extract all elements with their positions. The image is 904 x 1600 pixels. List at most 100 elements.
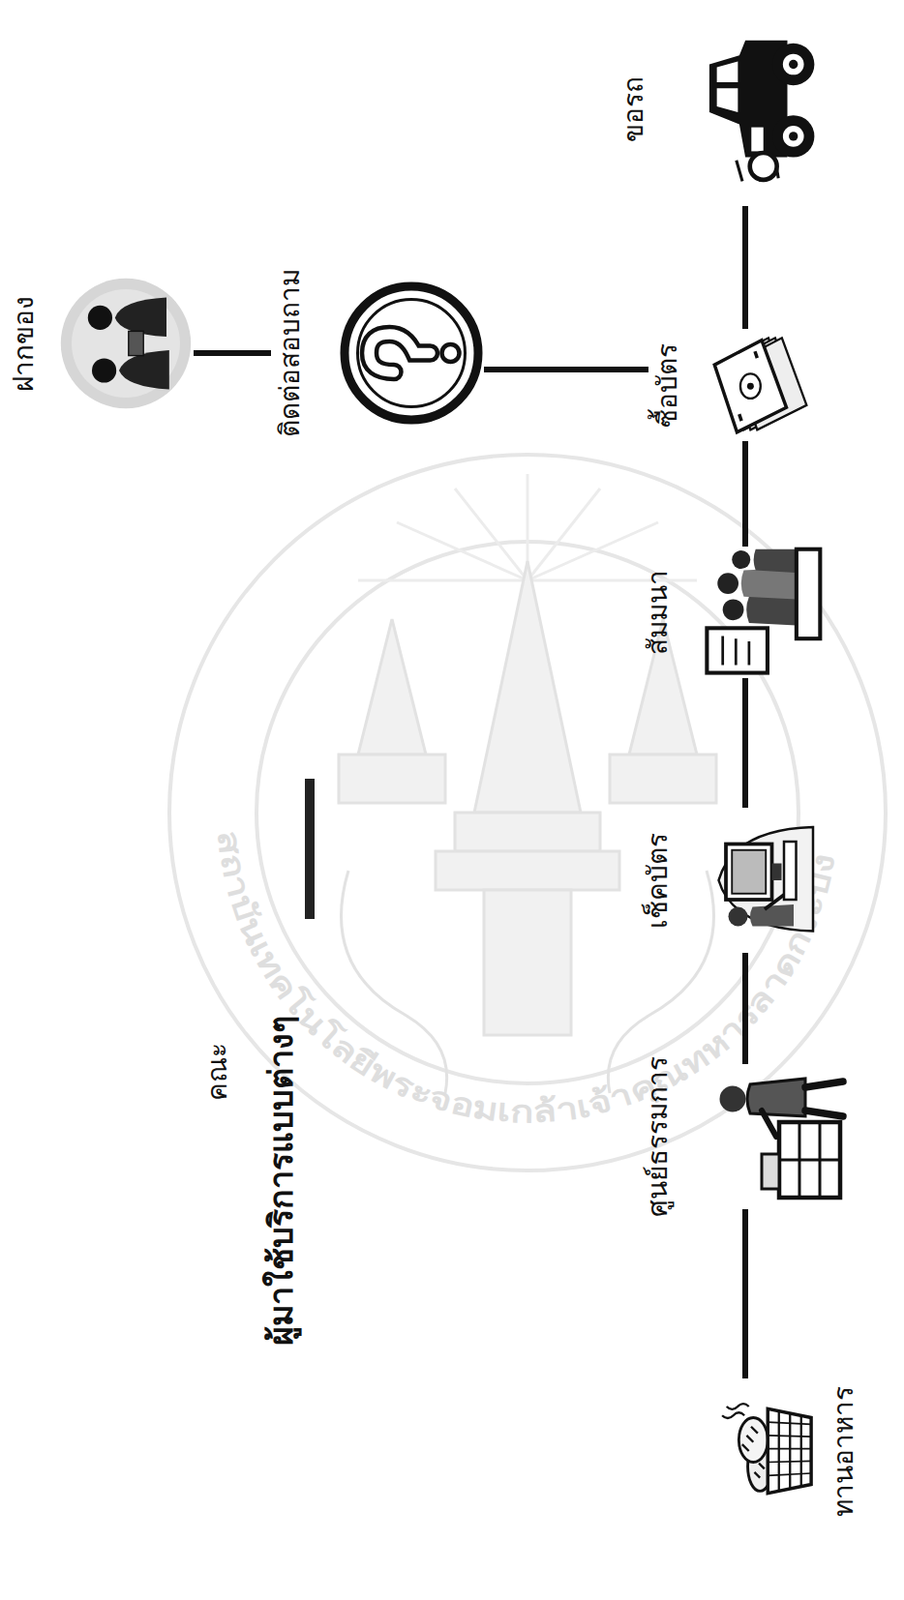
people-icon-part [128,331,144,356]
meeting-icon-part [740,568,796,601]
node-label: ขอรถ [614,0,654,284]
service-node: ศูนย์ธรรมการ [638,1064,854,1210]
meeting-icon-part [706,628,768,673]
group-label: คณะ [198,975,238,1170]
node-label: ซื้อบัตร [648,251,688,519]
people-icon-part [60,278,191,409]
seal-side-tier [609,754,717,804]
connector-line [742,678,749,809]
car-icon-part [782,125,804,148]
meeting-icon-part [753,549,799,573]
seal-spire-top [474,561,581,814]
money-icon-part [714,340,786,433]
money-icon-part [739,351,758,422]
food-icon-part [767,1422,812,1477]
seal-ray [527,488,601,581]
car-icon [682,12,833,207]
question-icon-part [369,334,431,373]
money-icon [692,329,818,442]
meeting-icon [692,546,833,679]
connector-line [742,953,749,1065]
office-icon-part [779,1122,841,1199]
service-node: ขอรถ [614,12,833,207]
question-icon-part [358,300,466,408]
office-icon-part [761,1154,780,1190]
car-icon-part [772,43,814,86]
service-node: สัมมนา [638,546,833,679]
meeting-icon-part [717,572,739,595]
food-icon-part [741,1427,764,1479]
seal-side-spire [358,619,426,755]
node-label: สัมมนา [638,469,678,756]
food-icon [706,1379,818,1525]
meeting-icon-part [795,549,819,639]
office-icon-part [779,1122,841,1199]
meeting-icon-part [722,599,744,621]
car-icon-part [751,127,763,152]
food-icon-part [722,1404,750,1419]
node-label: ติดต่อสอบถาม [271,203,310,504]
meeting-icon-part [722,635,749,665]
people-icon [58,275,194,412]
seal-side-tier [338,754,446,804]
seal-ray [527,522,659,581]
computer-icon-part [727,907,748,928]
money-icon-part [740,373,761,399]
money-icon-part [747,383,754,391]
computer-icon-part [718,827,814,933]
car-icon-part [749,152,777,181]
computer-icon-part [771,864,782,882]
food-icon-part [738,1418,768,1464]
node-label: ทานอาหาร [824,1301,864,1600]
people-icon-part [88,305,113,331]
connector-line [742,441,749,547]
node-label: ศูนย์ธรรมการ [638,987,678,1288]
computer-icon-part [764,895,784,910]
car-icon-part [788,131,798,141]
seal-ring [256,542,799,1085]
service-node: เช็คบัตร [638,808,818,954]
service-node: ซื้อบัตร [648,329,818,442]
people-icon-part [71,289,181,398]
people-icon-part [91,358,117,383]
connector-line [483,366,649,373]
question-icon-part [344,286,479,421]
question-icon-part [369,334,431,373]
car-icon-part [772,115,814,157]
computer-icon [696,808,818,954]
connector-line [193,350,272,357]
service-node: ฝากของ [4,275,194,412]
seal-ray [358,579,528,583]
computer-icon-part [750,904,794,928]
car-icon-part [782,54,804,76]
car-icon-part [716,60,738,113]
computer-icon-part [725,844,773,902]
food-icon-part [767,1409,812,1494]
meeting-icon-part [731,550,751,570]
diagram-title: ผู้มาใช้บริการแบบต่างๆ [259,967,302,1394]
seal-base [483,890,572,1036]
computer-icon-part [731,850,766,895]
seal-tier [435,851,620,891]
seal-ray [454,488,528,581]
question-icon [338,280,484,426]
office-icon-part [720,1086,747,1114]
question-icon-part [442,344,460,362]
node-label: ฝากของ [4,198,44,489]
office-icon-part [747,1079,806,1117]
service-node: ติดต่อสอบถาม [271,280,484,426]
office-icon-part [761,1111,777,1138]
car-icon-part [788,60,798,69]
connector-line [742,206,749,330]
connector-line [742,1209,749,1380]
blank-bar [304,779,315,920]
node-label: เช็คบัตร [638,730,678,1031]
office-icon [698,1064,854,1210]
office-icon-part [805,1082,844,1117]
seal-ray [396,522,528,581]
computer-icon-part [783,842,797,901]
